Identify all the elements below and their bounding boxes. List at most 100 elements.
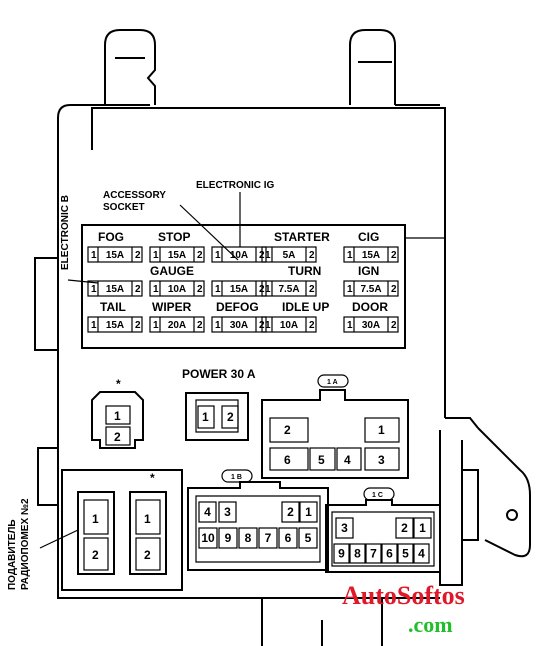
fuse-label-fog: FOG [98, 230, 124, 244]
connector-pin-cell [397, 543, 414, 564]
label-accessory-socket-2: SOCKET [103, 202, 145, 213]
fuse-amperage: 10A [280, 320, 298, 331]
label-suppressor-2: РАДИОПОМЕХ №2 [20, 498, 31, 590]
fuse-pin-a: 1 [91, 250, 97, 261]
left-relays: * 1 2 1 2 ПОДАВИТЕЛЬ РАДИОПОМЕХ №2 [7, 469, 183, 591]
connector-pin-label: 5 [305, 531, 312, 545]
fuse-label-starter: STARTER [274, 230, 330, 244]
connector-1b-tag: 1 B [231, 474, 242, 481]
fuse-pin-b: 2 [135, 284, 141, 295]
fuse-label-wiper: WIPER [152, 300, 192, 314]
fuse-amperage: 15A [230, 284, 248, 295]
fuse-amperage: 30A [362, 320, 380, 331]
connector-pin-label: 7 [265, 531, 272, 545]
fuse-pin-a: 1 [153, 320, 159, 331]
fuse-pin-a: 1 [215, 320, 221, 331]
power-connector: 1 2 [185, 392, 249, 441]
label-power: POWER 30 A [182, 367, 256, 381]
connector-pin-cell [198, 501, 217, 523]
connector-pin-label: 10 [201, 531, 215, 545]
star-mark-1: * [116, 377, 121, 391]
relay-small-pin-1: 1 [114, 409, 121, 423]
connector-pin-cell [413, 517, 432, 539]
connector-pin-label: 8 [245, 531, 252, 545]
watermark-line-2: .com [408, 612, 453, 637]
leader-electronic-b [67, 279, 99, 284]
connector-pin-label: 2 [401, 521, 408, 535]
relay-left-b-pin-2: 2 [144, 548, 151, 562]
fuse-pin-b: 2 [309, 284, 315, 295]
connector-pin-cell [258, 527, 278, 549]
fuse-amperage: 7.5A [360, 284, 381, 295]
fuse-label-idle-up: IDLE UP [282, 300, 329, 314]
label-suppressor-1: ПОДАВИТЕЛЬ [7, 519, 18, 590]
fuse-pin-a: 1 [347, 250, 353, 261]
fuse-pin-b: 2 [391, 250, 397, 261]
connector-pin-cell [395, 517, 414, 539]
connector-pin-label: 2 [287, 505, 294, 519]
connector-pin-cell [218, 501, 237, 523]
relay-small: * 1 2 [91, 377, 144, 449]
fuse-pin-a: 1 [347, 320, 353, 331]
fuse-pin-b: 2 [197, 250, 203, 261]
connector-pin-label: 3 [224, 505, 231, 519]
label-electronic-b: ELECTRONIC B [60, 195, 71, 270]
fuse-label-gauge: GAUGE [150, 264, 194, 278]
fuse-label-turn: TURN [288, 264, 321, 278]
connector-1a-pin-6: 6 [284, 453, 291, 467]
leader-suppressor [39, 529, 79, 549]
fuse-pin-b: 2 [309, 250, 315, 261]
housing-outline [34, 29, 531, 646]
fuse-pin-a: 1 [215, 284, 221, 295]
connector-pin-cell [413, 543, 430, 564]
label-accessory-socket-1: ACCESSORY [103, 190, 166, 201]
star-mark-2: * [150, 471, 155, 485]
fuse-pin-b: 2 [197, 320, 203, 331]
relay-left-b-pin-1: 1 [144, 512, 151, 526]
connector-1a-pin-4: 4 [344, 453, 351, 467]
connector-1a: 1 A 2 1 6 5 4 3 [261, 374, 409, 479]
leader-accessory [179, 204, 239, 261]
fuse-pin-b: 2 [135, 320, 141, 331]
fuse-pin-a: 1 [347, 284, 353, 295]
watermark-line-1: AutoSoftos [342, 581, 465, 610]
fuse-panel [81, 224, 406, 349]
fuse-label-ign: IGN [358, 264, 379, 278]
connector-1c-tag: 1 C [372, 492, 383, 499]
fuse-amperage: 30A [230, 320, 248, 331]
connector-pin-cell [218, 527, 238, 549]
connector-1a-pin-5: 5 [318, 453, 325, 467]
connector-pin-label: 7 [370, 547, 377, 561]
connector-pin-cell [333, 543, 350, 564]
fuse-amperage: 5A [283, 250, 296, 261]
connector-pin-cell [238, 527, 258, 549]
connector-1a-pin-3: 3 [378, 453, 385, 467]
connector-pin-cell [349, 543, 366, 564]
connector-pin-label: 1 [305, 505, 312, 519]
connector-pin-cell [365, 543, 382, 564]
fuse-label-defog: DEFOG [216, 300, 259, 314]
fuse-pin-a: 1 [91, 320, 97, 331]
connector-pin-label: 9 [225, 531, 232, 545]
fuse-pin-a: 1 [91, 284, 97, 295]
callouts: ACCESSORY SOCKET ELECTRONIC IG ELECTRONI… [60, 180, 275, 381]
connector-pin-cell [335, 517, 354, 539]
connector-pin-cell [278, 527, 298, 549]
